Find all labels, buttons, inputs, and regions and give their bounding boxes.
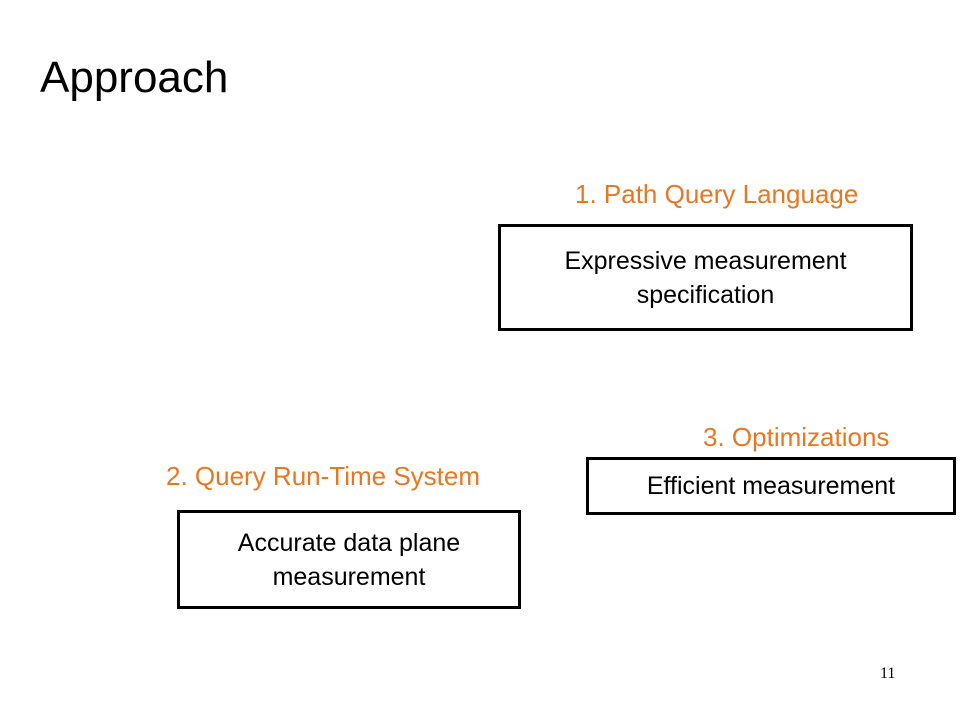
box-text-line: Accurate data plane <box>237 528 461 557</box>
box-text: Expressive measurement specification <box>564 244 846 312</box>
path-query-language-label: 1. Path Query Language <box>575 179 859 209</box>
box-text-line: Efficient measurement <box>646 472 896 500</box>
optimizations-label: 3. Optimizations <box>703 422 890 452</box>
query-run-time-system-label: 2. Query Run-Time System <box>166 461 481 491</box>
box-text: Efficient measurement <box>647 469 895 503</box>
efficient-measurement-box: Efficient measurement <box>586 457 956 515</box>
expressive-measurement-box: Expressive measurement specification <box>498 224 913 331</box>
slide-title: Approach <box>40 53 229 102</box>
box-text-line: specification <box>636 280 775 309</box>
box-text-line: Expressive measurement <box>564 246 847 275</box>
box-text: Accurate data plane measurement <box>238 526 460 594</box>
box-text-line: measurement <box>272 562 426 591</box>
accurate-data-plane-box: Accurate data plane measurement <box>177 510 521 609</box>
page-number: 11 <box>880 665 896 682</box>
